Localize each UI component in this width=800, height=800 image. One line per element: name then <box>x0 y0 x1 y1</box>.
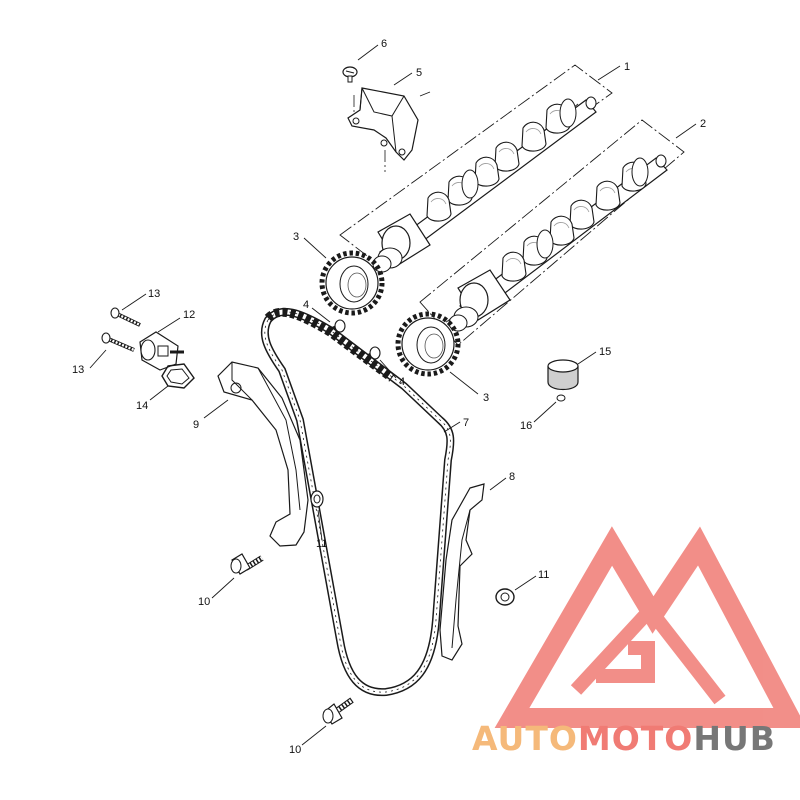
tensioner-bolt-lower <box>101 332 135 352</box>
tensioner-guide <box>217 361 309 547</box>
callout-1: 1 <box>624 61 630 73</box>
camshaft-2 <box>448 154 668 332</box>
sprocket-lower <box>395 311 461 377</box>
washer-left <box>310 490 324 508</box>
callout-11-right: 11 <box>538 569 549 581</box>
callout-2: 2 <box>700 118 706 130</box>
callout-5: 5 <box>416 67 422 79</box>
callout-13-lower: 13 <box>72 364 84 376</box>
callout-9: 9 <box>193 419 199 431</box>
wordmark-moto: MOTO <box>578 719 693 758</box>
svg-text:AUTOMOTOHUB: AUTOMOTOHUB <box>472 719 776 758</box>
fixed-guide <box>439 483 485 661</box>
callout-3-lower: 3 <box>483 392 489 404</box>
camshaft-1 <box>372 96 597 273</box>
callout-4-upper: 4 <box>303 299 309 311</box>
sprocket-upper <box>319 250 385 316</box>
wordmark-hub: HUB <box>693 719 776 758</box>
guide-bolt-upper <box>230 553 264 575</box>
callout-15: 15 <box>599 346 611 358</box>
watermark-wordmark: AUTOMOTOHUB <box>472 719 776 758</box>
tensioner-gasket <box>161 363 195 389</box>
watermark-logo <box>494 526 800 728</box>
callout-16: 16 <box>520 420 532 432</box>
bracket <box>347 87 419 161</box>
callout-6: 6 <box>381 38 387 50</box>
callout-12: 12 <box>183 309 195 321</box>
guide-bolt-lower <box>322 697 354 725</box>
callout-13-upper: 13 <box>148 288 160 300</box>
callout-14: 14 <box>136 400 148 412</box>
callout-4-lower: 4 <box>399 376 405 388</box>
leader-lines <box>89 44 697 746</box>
callout-7: 7 <box>463 417 469 429</box>
callout-labels: 1 2 3 3 4 4 5 6 7 8 9 10 10 11 11 12 13 … <box>72 38 706 756</box>
wordmark-auto: AUTO <box>472 719 578 758</box>
callout-8: 8 <box>509 471 515 483</box>
washer-right <box>495 588 515 606</box>
bracket-screw <box>342 66 358 83</box>
tappet <box>547 359 579 391</box>
tensioner-bolt-upper <box>110 307 141 327</box>
chain-tensioner <box>139 331 184 371</box>
shim <box>556 394 566 402</box>
callout-10-upper: 10 <box>198 596 210 608</box>
timing-chain <box>260 307 455 697</box>
callout-10-lower: 10 <box>289 744 301 756</box>
callout-11-left: 11 <box>316 538 327 550</box>
callout-3-upper: 3 <box>293 231 299 243</box>
